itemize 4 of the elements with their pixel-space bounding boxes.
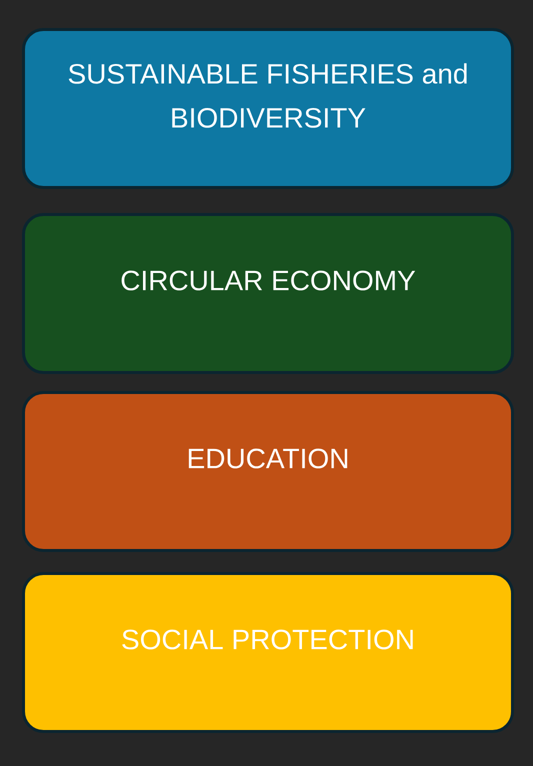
rounded-box: SUSTAINABLE FISHERIES and BIODIVERSITY — [22, 28, 514, 189]
rounded-box: EDUCATION — [22, 391, 514, 552]
rounded-box: CIRCULAR ECONOMY — [22, 213, 514, 374]
rounded-box: SOCIAL PROTECTION — [22, 572, 514, 733]
